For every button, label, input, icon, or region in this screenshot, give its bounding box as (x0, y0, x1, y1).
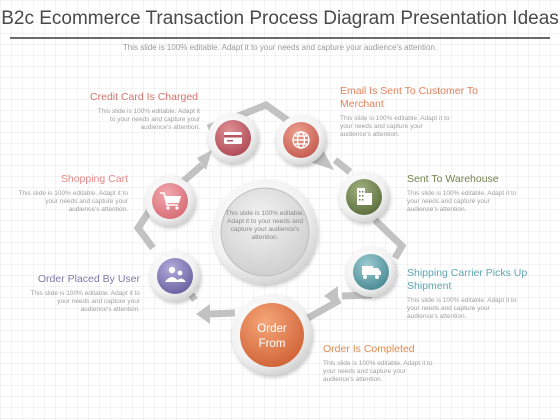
center-circle (213, 180, 317, 284)
order-from-label: Order From (236, 322, 308, 352)
truck-icon (362, 266, 381, 279)
order-from-circle (232, 295, 312, 375)
center-text: This slide is 100% editable. Adapt it to… (225, 210, 305, 241)
desc-shopping-cart: This slide is 100% editable. Adapt it to… (18, 190, 128, 213)
label-credit-card-charged: Credit Card Is Charged (90, 91, 198, 103)
users-icon (165, 266, 186, 282)
desc-order-placed: This slide is 100% editable. Adapt it to… (30, 290, 140, 313)
credit-card-icon (224, 132, 242, 144)
slide-subtitle: This slide is 100% editable. Adapt it to… (122, 43, 438, 52)
globe-icon (292, 131, 310, 149)
arrow-heads (196, 148, 338, 324)
desc-credit-card: This slide is 100% editable. Adapt it to… (97, 108, 200, 131)
step-order-placed (150, 251, 200, 301)
building-icon (357, 188, 372, 205)
desc-order-completed: This slide is 100% editable. Adapt it to… (323, 360, 433, 383)
label-shopping-cart: Shopping Cart (60, 173, 128, 185)
label-order-placed: Order Placed By User (37, 273, 140, 285)
label-email-sent: Email Is Sent To Customer To Merchant (340, 85, 478, 110)
desc-shipping: This slide is 100% editable. Adapt it to… (407, 297, 517, 320)
cart-icon (160, 192, 181, 210)
title-divider (10, 37, 550, 39)
slide-title: B2c Ecommerce Transaction Process Diagra… (1, 8, 559, 29)
desc-warehouse: This slide is 100% editable. Adapt it to… (407, 190, 517, 213)
label-shipping-carrier: Shipping Carrier Picks Up Shipment (407, 267, 528, 292)
desc-email: This slide is 100% editable. Adapt it to… (340, 115, 450, 138)
order-from-line1: Order (257, 323, 287, 335)
label-order-completed: Order Is Completed (323, 343, 415, 355)
order-from-line2: From (258, 338, 286, 350)
label-sent-to-warehouse: Sent To Warehouse (407, 173, 499, 185)
